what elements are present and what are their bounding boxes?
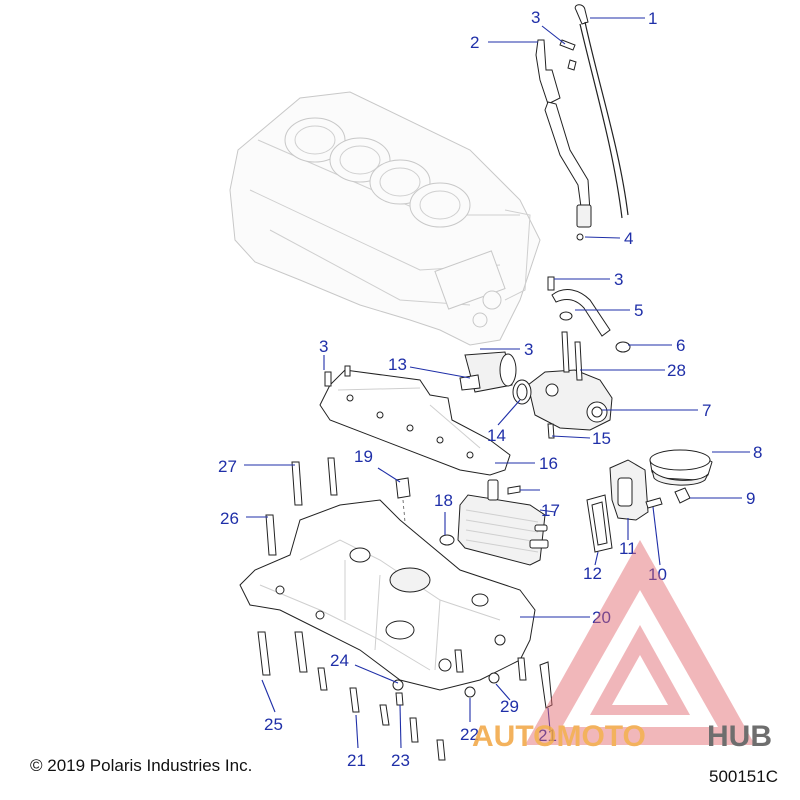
callout-18: 18 xyxy=(434,491,453,510)
callout-28: 28 xyxy=(667,361,686,380)
callout-3-hose: 3 xyxy=(614,270,623,289)
callout-21-left: 21 xyxy=(347,751,366,770)
callout-19: 19 xyxy=(354,447,373,466)
callout-22: 22 xyxy=(460,725,479,744)
pan-fasteners xyxy=(257,457,553,761)
breather-hose-parts xyxy=(547,276,631,353)
watermark-text-part2: HUB xyxy=(707,720,772,753)
callout-5: 5 xyxy=(634,301,643,320)
callout-numbers: 1 2 3 3 3 3 4 5 6 7 8 9 10 11 12 13 14 1… xyxy=(218,8,762,770)
callout-6: 6 xyxy=(676,336,685,355)
callout-26: 26 xyxy=(220,509,239,528)
dipstick-assembly xyxy=(535,4,629,241)
callout-10: 10 xyxy=(648,565,667,584)
callout-13: 13 xyxy=(388,355,407,374)
callout-3-left: 3 xyxy=(319,337,328,356)
automotohub-watermark-logo: AUTOMOTO HUB xyxy=(472,540,772,753)
callout-8: 8 xyxy=(753,443,762,462)
callout-3-top: 3 xyxy=(531,8,540,27)
oil-pan-part xyxy=(239,499,536,691)
callout-14: 14 xyxy=(487,426,506,445)
callout-24: 24 xyxy=(330,651,349,670)
windage-plate-part xyxy=(319,365,511,476)
copyright-notice: © 2019 Polaris Industries Inc. xyxy=(30,756,253,775)
callout-16: 16 xyxy=(539,454,558,473)
callout-1: 1 xyxy=(648,9,657,28)
leader-lines xyxy=(244,17,750,749)
callout-23: 23 xyxy=(391,751,410,770)
callout-15: 15 xyxy=(592,429,611,448)
callout-20: 20 xyxy=(592,608,611,627)
callout-29: 29 xyxy=(500,697,519,716)
engine-block-illustration xyxy=(229,91,541,346)
oil-cooler-parts xyxy=(395,477,549,566)
watermark-text-part1: AUTOMOTO xyxy=(472,720,646,753)
callout-17: 17 xyxy=(541,501,560,520)
oil-pump-and-filter-parts xyxy=(459,331,713,553)
callout-25: 25 xyxy=(264,715,283,734)
diagram-reference-id: 500151C xyxy=(708,767,778,786)
callout-7: 7 xyxy=(702,401,711,420)
callout-4: 4 xyxy=(624,229,633,248)
callout-2: 2 xyxy=(470,33,479,52)
callout-21-right: 21 xyxy=(538,726,557,745)
callout-27: 27 xyxy=(218,457,237,476)
callout-11: 11 xyxy=(619,539,637,558)
callout-9: 9 xyxy=(746,489,755,508)
callout-3-pump: 3 xyxy=(524,340,533,359)
callout-12: 12 xyxy=(583,564,602,583)
